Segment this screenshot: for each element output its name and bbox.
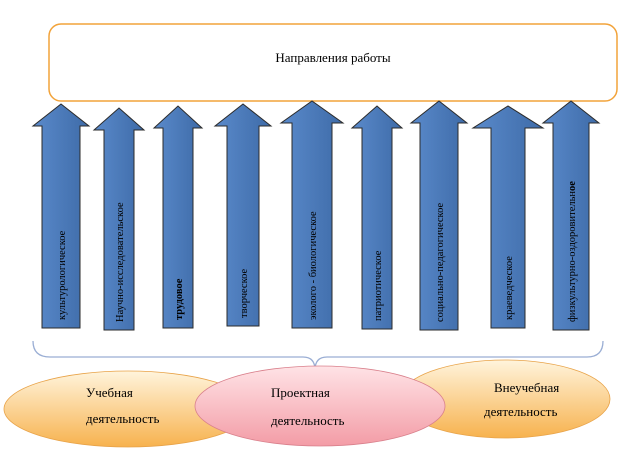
direction-label-text-6: патриотическое — [373, 250, 384, 321]
direction-arrow-8 — [471, 105, 545, 329]
activity-left-line2: деятельность — [86, 411, 159, 426]
direction-label-text-2: Научно-исследовательское — [115, 202, 126, 322]
direction-label-6: патриотическое — [373, 250, 384, 321]
direction-arrow-2 — [92, 107, 146, 331]
activity-middle-oval — [194, 365, 446, 447]
direction-label-text-7: социально-педагогическое — [435, 203, 446, 322]
header-title: Направления работы — [275, 50, 390, 65]
direction-label-text-8: краеведческое — [504, 256, 515, 320]
direction-label-text-5: эколого - биологическое — [308, 211, 319, 320]
direction-label-2: Научно-исследовательское — [115, 202, 126, 322]
direction-arrow-5 — [279, 100, 345, 329]
activity-right-line1: Внеучебная — [494, 380, 559, 395]
direction-label-3: трудовое — [174, 278, 185, 320]
header-box — [48, 23, 618, 102]
direction-arrow-7 — [409, 100, 469, 331]
direction-arrow-3 — [152, 105, 204, 329]
direction-label-7: социально-педагогическое — [435, 203, 446, 322]
direction-arrow-6 — [350, 105, 404, 330]
direction-arrow-1 — [31, 103, 91, 329]
direction-label-8: краеведческое — [504, 256, 515, 320]
activity-middle-line1: Проектная — [271, 385, 330, 400]
activity-left-line1: Учебная — [86, 385, 133, 400]
direction-arrow-9 — [541, 100, 601, 331]
direction-arrow-4 — [213, 103, 273, 327]
direction-label-text-4: творческое — [239, 268, 250, 318]
activity-middle-line2: деятельность — [271, 413, 344, 428]
direction-label-text-3: трудовое — [174, 278, 185, 320]
direction-label-text-1: культурологическое — [57, 230, 68, 320]
direction-arrows: культурологическое Научно-исследовательск… — [31, 100, 601, 331]
direction-label-4: творческое — [239, 268, 250, 318]
direction-label-1: культурологическое — [57, 230, 68, 320]
activity-right-line2: деятельность — [484, 404, 557, 419]
direction-label-5: эколого - биологическое — [308, 211, 319, 320]
activity-right: Внеучебная деятельность — [399, 359, 611, 439]
direction-label-text-9: физкультурно-оздоровительн — [567, 191, 578, 322]
direction-label-9: физкультурно-оздоровительное — [567, 181, 578, 322]
activity-middle: Проектная деятельность — [194, 365, 446, 447]
direction-label-suffix-9: ое — [567, 181, 578, 191]
